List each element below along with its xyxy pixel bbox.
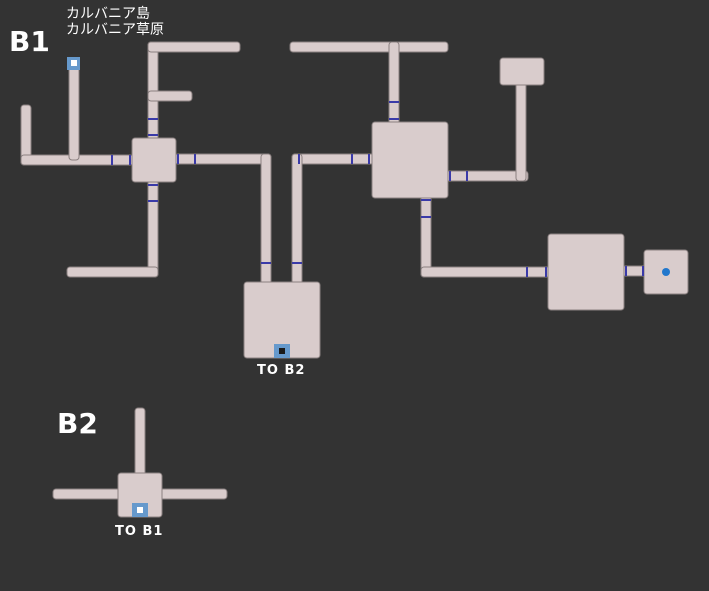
corridor: [291, 153, 303, 285]
door: [351, 154, 353, 164]
corridor: [147, 90, 193, 102]
door: [625, 266, 627, 276]
door: [389, 118, 399, 120]
door: [526, 267, 528, 277]
corridor: [147, 179, 159, 278]
door: [148, 134, 158, 136]
corridor: [420, 266, 551, 278]
door: [545, 267, 547, 277]
stairs-label-to-b2: TO B2: [257, 363, 306, 378]
stairs-up-icon-inner: [137, 507, 143, 513]
door: [421, 199, 431, 201]
door: [148, 200, 158, 202]
room: [499, 57, 545, 86]
area-name: カルバニア草原: [66, 22, 164, 38]
door: [148, 184, 158, 186]
stairs-label-to-b1: TO B1: [115, 524, 164, 539]
door: [261, 262, 271, 264]
corridor: [289, 41, 449, 53]
entrance-icon-inner: [71, 60, 77, 66]
region-name: カルバニア島: [66, 6, 150, 22]
goal-marker-icon[interactable]: [662, 268, 670, 276]
door: [389, 101, 399, 103]
corridor: [291, 153, 375, 165]
door: [148, 118, 158, 120]
door: [298, 154, 300, 164]
corridor: [147, 41, 241, 53]
room: [371, 121, 449, 199]
corridor: [515, 79, 527, 182]
door: [421, 216, 431, 218]
room: [131, 137, 177, 183]
corridor: [68, 59, 80, 161]
corridor: [388, 41, 400, 127]
door: [129, 155, 131, 165]
stairs-down-icon-inner: [279, 348, 285, 354]
door: [368, 154, 370, 164]
door: [292, 262, 302, 264]
door: [194, 154, 196, 164]
door: [466, 171, 468, 181]
door: [449, 171, 451, 181]
room: [547, 233, 625, 311]
floor-label-b1: B1: [9, 25, 50, 58]
door: [111, 155, 113, 165]
corridor: [260, 153, 272, 285]
corridor: [420, 193, 432, 278]
corridor: [174, 153, 272, 165]
corridor: [134, 407, 146, 477]
door: [177, 154, 179, 164]
floor-label-b2: B2: [57, 407, 98, 440]
door: [642, 266, 644, 276]
corridor: [66, 266, 159, 278]
